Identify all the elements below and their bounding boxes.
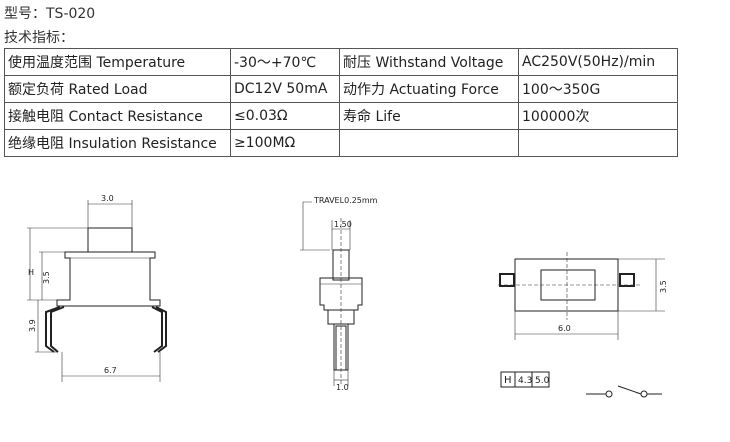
top-height-label: 3.5 xyxy=(659,280,668,293)
spec-name: 接触电阻 Contact Resistance xyxy=(4,102,231,130)
front-body-height-label: 3.5 xyxy=(42,271,51,284)
spec-value: -30～+70℃ xyxy=(230,48,340,76)
top-width-label: 6.0 xyxy=(558,324,571,333)
table-row: 使用温度范围 Temperature -30～+70℃ 耐压 Withstand… xyxy=(4,48,678,76)
spec-name xyxy=(339,129,519,157)
h-option-value: 5.0 xyxy=(535,376,550,386)
spec-value: 100000次 xyxy=(518,102,678,130)
front-h-label: H xyxy=(28,268,34,277)
switch-symbol xyxy=(586,385,662,398)
h-table-label: H xyxy=(504,375,512,386)
spec-value: ≥100MΩ xyxy=(230,129,340,157)
spec-name: 绝缘电阻 Insulation Resistance xyxy=(4,129,231,157)
spec-name: 寿命 Life xyxy=(339,102,519,130)
spec-name: 额定负荷 Rated Load xyxy=(4,75,231,103)
spec-name: 动作力 Actuating Force xyxy=(339,75,519,103)
spec-value: AC250V(50Hz)/min xyxy=(518,48,678,76)
spec-value: 100～350G xyxy=(518,75,678,103)
spec-name: 使用温度范围 Temperature xyxy=(4,48,231,76)
model-number: 型号：TS-020 xyxy=(4,6,96,22)
front-top-width-label: 3.0 xyxy=(101,194,114,203)
table-row: 接触电阻 Contact Resistance ≤0.03Ω 寿命 Life 1… xyxy=(4,102,678,130)
spec-value: ≤0.03Ω xyxy=(230,102,340,130)
spec-value xyxy=(518,129,678,157)
h-option-table: H 4.3 5.0 xyxy=(500,371,550,388)
table-row: 绝缘电阻 Insulation Resistance ≥100MΩ xyxy=(4,129,678,157)
spec-name: 耐压 Withstand Voltage xyxy=(339,48,519,76)
travel-label: TRAVEL0.25mm xyxy=(313,196,378,205)
stem-width-label: 1.50 xyxy=(334,220,352,229)
top-view: 3.5 6.0 xyxy=(498,252,668,340)
technical-drawing: 3.0 H 3.5 3.9 6.7 TRAVEL0.25mm xyxy=(27,194,668,398)
front-view: 3.0 H 3.5 3.9 6.7 xyxy=(27,194,167,382)
h-option-value: 4.3 xyxy=(518,376,532,386)
front-pin-length-label: 3.9 xyxy=(28,319,37,332)
spec-value: DC12V 50mA xyxy=(230,75,340,103)
tech-specs-heading: 技术指标： xyxy=(4,30,74,46)
spec-table: 使用温度范围 Temperature -30～+70℃ 耐压 Withstand… xyxy=(4,48,678,157)
table-row: 额定负荷 Rated Load DC12V 50mA 动作力 Actuating… xyxy=(4,75,678,103)
pin-width-label: 1.0 xyxy=(336,383,349,392)
side-view: TRAVEL0.25mm 1.50 1.0 xyxy=(300,196,378,392)
front-pin-span-label: 6.7 xyxy=(104,366,117,375)
